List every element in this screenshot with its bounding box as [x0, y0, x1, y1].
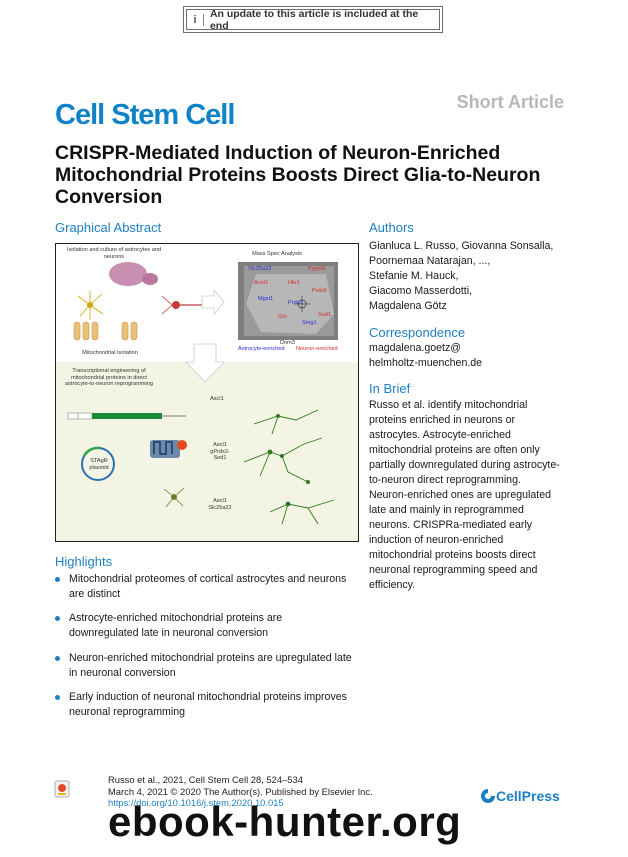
- right-arrow-icon: [201, 288, 225, 316]
- mitochondrion-shape: [73, 321, 81, 341]
- bullet-icon: [55, 656, 60, 661]
- ga-label-mass-spec: Mass Spec Analysis: [252, 251, 302, 257]
- in-brief-line: induction of neuron-enriched: [369, 534, 504, 546]
- title-line: Conversion: [55, 186, 163, 208]
- in-brief-line: Neuron-enriched ones are upregulated: [369, 489, 551, 501]
- update-banner[interactable]: i An update to this article is included …: [186, 7, 440, 32]
- protein-label: Dnm3: [280, 340, 295, 346]
- correspondence-email[interactable]: magdalena.goetz@ helmholtz-muenchen.de: [369, 341, 482, 371]
- highlights-heading: Highlights: [55, 554, 113, 569]
- protein-label: Smg1: [302, 320, 317, 326]
- email-line: helmholtz-muenchen.de: [369, 357, 483, 369]
- authors-list: Gianluca L. Russo, Giovanna Sonsalla, Po…: [369, 239, 553, 314]
- info-icon: i: [187, 13, 204, 26]
- cellpress-logo: CellPress: [480, 788, 560, 804]
- highlight-line: Astrocyte-enriched mitochondrial protein…: [69, 612, 283, 624]
- ga-label-mito-isolation: Mitochondrial Isolation: [82, 350, 138, 356]
- citation-footer: Russo et al., 2021, Cell Stem Cell 28, 5…: [108, 774, 373, 809]
- in-brief-text: Russo et al. identify mitochondrial prot…: [369, 398, 560, 593]
- author-line: Giacomo Masserdotti,: [369, 285, 473, 297]
- protein-label: Acot1: [254, 280, 269, 286]
- in-brief-heading: In Brief: [369, 381, 411, 396]
- in-brief-line: neurons. CRISPRa-mediated early: [369, 519, 533, 531]
- ga-label-ascl1: Ascl1: [210, 396, 224, 402]
- in-brief-line: mitochondrial proteins boosts direct: [369, 549, 536, 561]
- ga-illustration: [67, 262, 338, 525]
- neuron-trace: [253, 409, 319, 435]
- article-type: Short Article: [456, 92, 564, 112]
- protein-label: Sod1: [318, 312, 332, 318]
- highlight-item: Mitochondrial proteomes of cortical astr…: [55, 572, 360, 602]
- authors-heading: Authors: [369, 220, 414, 235]
- author-line: Magdalena Götz: [369, 300, 447, 312]
- title-line: Mitochondrial Proteins Boosts Direct Gli…: [55, 164, 541, 186]
- graphical-abstract-figure: Isolation and culture of astrocytes and …: [55, 243, 359, 542]
- ga-label-engineering: Transcriptional engineering of mitochond…: [65, 368, 153, 387]
- protein-label: Mgst1: [258, 296, 274, 302]
- in-brief-line: neuronal reprogramming speed and: [369, 564, 538, 576]
- in-brief-line: efficiency.: [369, 579, 416, 591]
- highlight-line: in neuronal conversion: [69, 667, 176, 679]
- cerebellum-shape: [142, 273, 158, 285]
- highlight-line: Mitochondrial proteomes of cortical astr…: [69, 573, 347, 585]
- citation-line: Russo et al., 2021, Cell Stem Cell 28, 5…: [108, 774, 303, 785]
- protein-label: Slc25a22: [248, 266, 272, 272]
- protein-label: Prdx6: [312, 288, 327, 294]
- author-line: Gianluca L. Russo, Giovanna Sonsalla,: [369, 240, 554, 252]
- in-brief-line: to-neuron direct reprogramming.: [369, 474, 521, 486]
- bullet-icon: [55, 577, 60, 582]
- journal-logo: Cell Stem Cell: [55, 99, 235, 131]
- in-brief-line: mitochondrial proteins are often only: [369, 444, 540, 456]
- copyright-line: March 4, 2021 © 2020 The Author(s). Publ…: [108, 785, 373, 797]
- highlight-line: downregulated late in neuronal conversio…: [69, 627, 269, 639]
- ga-bottom-panel: [56, 362, 358, 541]
- highlight-line: neuronal reprogramming: [69, 706, 186, 718]
- highlight-line: Early induction of neuronal mitochondria…: [69, 691, 347, 703]
- cellpress-icon: [481, 789, 495, 803]
- protein-label: Glo: [278, 314, 287, 320]
- brain-shape: [109, 262, 147, 286]
- watermark-text: ebook-hunter.org: [108, 798, 462, 845]
- title-line: CRISPR-Mediated Induction of Neuron-Enri…: [55, 142, 501, 164]
- bullet-icon: [55, 616, 60, 621]
- legend-astro: Astrocyte-enriched: [238, 346, 285, 352]
- highlight-item: Astrocyte-enriched mitochondrial protein…: [55, 611, 360, 641]
- doi-link[interactable]: https://doi.org/10.1016/j.stem.2020.10.0…: [108, 797, 284, 809]
- in-brief-line: proteins enriched in neurons or: [369, 414, 516, 426]
- ga-label-ascl1-prdx: Ascl1 gPrdx2-Sod1: [210, 442, 230, 461]
- correspondence-heading: Correspondence: [369, 325, 466, 340]
- legend-neuron: Neuron-enriched: [296, 346, 338, 352]
- in-brief-line: astrocytes. Astrocyte-enriched: [369, 429, 511, 441]
- protein-label: Hbr1: [288, 280, 301, 286]
- highlight-line: Neuron-enriched mitochondrial proteins a…: [69, 652, 352, 664]
- highlight-item: Early induction of neuronal mitochondria…: [55, 690, 360, 720]
- neuron-body: [172, 301, 180, 309]
- ga-label-ascl1-slc: Ascl1 Slc25a22: [208, 498, 232, 511]
- article-title: CRISPR-Mediated Induction of Neuron-Enri…: [55, 142, 595, 208]
- update-banner-text: An update to this article is included at…: [209, 7, 419, 32]
- email-line: magdalena.goetz@: [369, 342, 462, 354]
- protein-label: Prdx2: [288, 300, 303, 306]
- check-for-updates-icon[interactable]: [54, 780, 70, 798]
- in-brief-line: partially downregulated during astrocyte…: [369, 459, 560, 471]
- author-line: Stefanie M. Hauck,: [369, 270, 459, 282]
- highlight-item: Neuron-enriched mitochondrial proteins a…: [55, 651, 360, 681]
- ga-label-plasmid: STAgR plasmid: [89, 458, 109, 471]
- construct-bar: [92, 413, 140, 419]
- in-brief-line: Russo et al. identify mitochondrial: [369, 399, 528, 411]
- highlight-line: are distinct: [69, 588, 121, 600]
- graphical-abstract-heading: Graphical Abstract: [55, 220, 162, 235]
- protein-label: Pygm6: [308, 266, 326, 272]
- down-arrow-icon: [185, 343, 225, 383]
- activator-dot: [177, 440, 187, 450]
- bullet-icon: [55, 695, 60, 700]
- cellpress-text: CellPress: [496, 788, 560, 804]
- author-line: Poornemaa Natarajan, ...,: [369, 255, 491, 267]
- in-brief-line: late and mainly in reprogrammed: [369, 504, 524, 516]
- ga-label-isolation: Isolation and culture of astrocytes and …: [66, 247, 162, 260]
